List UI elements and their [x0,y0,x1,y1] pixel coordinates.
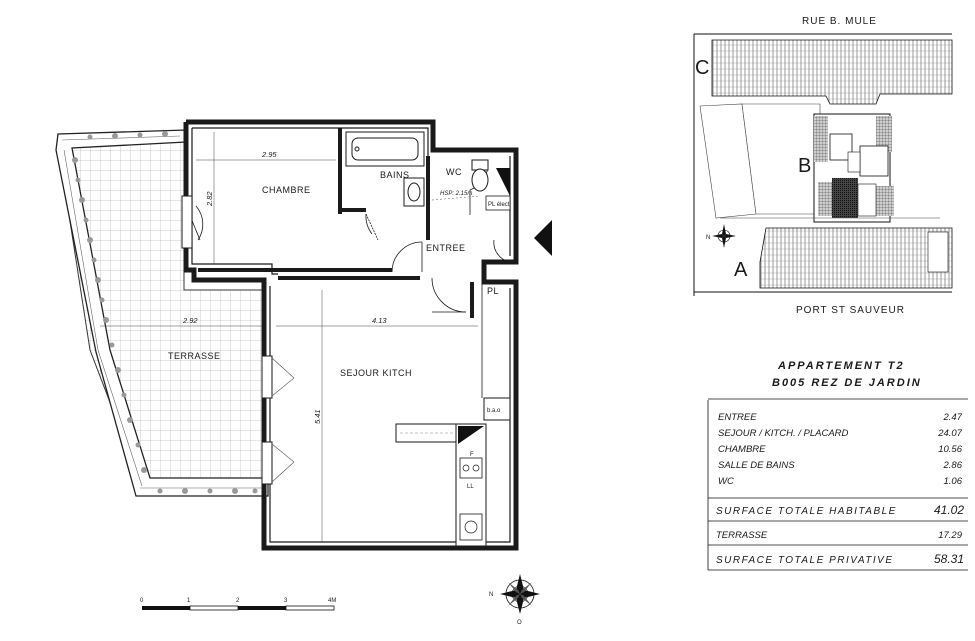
kitchen-ll-label: LL [467,484,474,490]
room-label-terrasse: TERRASSE [168,351,221,361]
apartment-title: APPARTEMENT T2 [777,360,905,372]
total-habitable-label: SURFACE TOTALE HABITABLE [716,506,897,517]
row-value-sejour: 24.07 [937,428,962,439]
kitchen-counter [395,423,487,547]
dim-sejour-width: 4.13 [372,316,387,325]
room-label-chambre: CHAMBRE [262,185,311,195]
building-c-label: C [695,57,709,79]
street-top-label: RUE B. MULE [802,16,877,27]
street-bottom-label: PORT ST SAUVEUR [796,305,905,316]
kitchen-fridge-label: F [470,452,474,458]
site-plan: N [693,33,953,296]
scale-tick-3: 3 [284,598,288,604]
row-label-entree: ENTREE [718,412,757,423]
row-value-chambre: 10.56 [938,444,962,455]
room-label-pl: PL [487,286,499,296]
dim-terrasse-width: 2.92 [182,316,198,325]
wc-hsp-label: HSP: 2.15m [440,191,472,197]
total-privative-value: 58.31 [934,552,964,566]
compass-rose-icon [500,574,540,614]
terrace-area: TERRASSE 2.92 [55,129,269,497]
surface-table [707,398,968,571]
row-label-sdb: SALLE DE BAINS [718,460,795,471]
site-compass-n-label: N [706,235,710,241]
total-privative-label: SURFACE TOTALE PRIVATIVE [716,555,894,566]
pl-elect-label: PL élect. [488,202,511,208]
wc-toilet [471,159,489,192]
dim-sejour-height: 5.41 [313,409,322,424]
row-label-wc: WC [718,476,734,487]
building-a-label: A [734,259,748,281]
planter-shrubs [72,131,258,494]
apartment-walls [183,119,519,551]
door-swings [185,161,511,313]
row-value-sdb: 2.86 [943,460,963,471]
bathtub [345,131,425,167]
room-label-sejour: SEJOUR KITCH [340,368,412,378]
row-label-sejour: SEJOUR / KITCH. / PLACARD [718,428,849,439]
terrasse-value: 17.29 [938,530,962,541]
compass-n-label: N [489,592,493,598]
row-value-entree: 2.47 [943,412,963,423]
dim-chambre-height: 2.82 [205,191,214,207]
apartment-location-marker [832,178,858,218]
scale-tick-2: 2 [236,598,240,604]
washbasin [403,177,425,207]
total-habitable-value: 41.02 [934,503,964,517]
site-compass-icon [712,224,736,248]
wc-vent [496,168,510,196]
scale-tick-1: 1 [187,598,191,604]
terrasse-label: TERRASSE [716,530,768,541]
scale-tick-0: 0 [140,598,144,604]
scale-bar: 0 1 2 3 4M [140,598,336,611]
room-label-wc: WC [446,167,462,177]
apartment-subtitle: B005 REZ DE JARDIN [772,377,922,389]
row-value-wc: 1.06 [944,476,963,487]
compass-o-label: O [517,620,522,626]
room-label-entree: ENTREE [426,243,466,253]
dim-chambre-width: 2.95 [261,150,277,159]
row-label-chambre: CHAMBRE [718,444,766,455]
room-label-bains: BAINS [380,170,410,180]
bao-label: b.a.o [487,408,501,414]
entrance-arrow-icon [534,220,552,256]
scale-tick-4: 4M [328,598,336,604]
building-b-label: B [798,155,811,177]
